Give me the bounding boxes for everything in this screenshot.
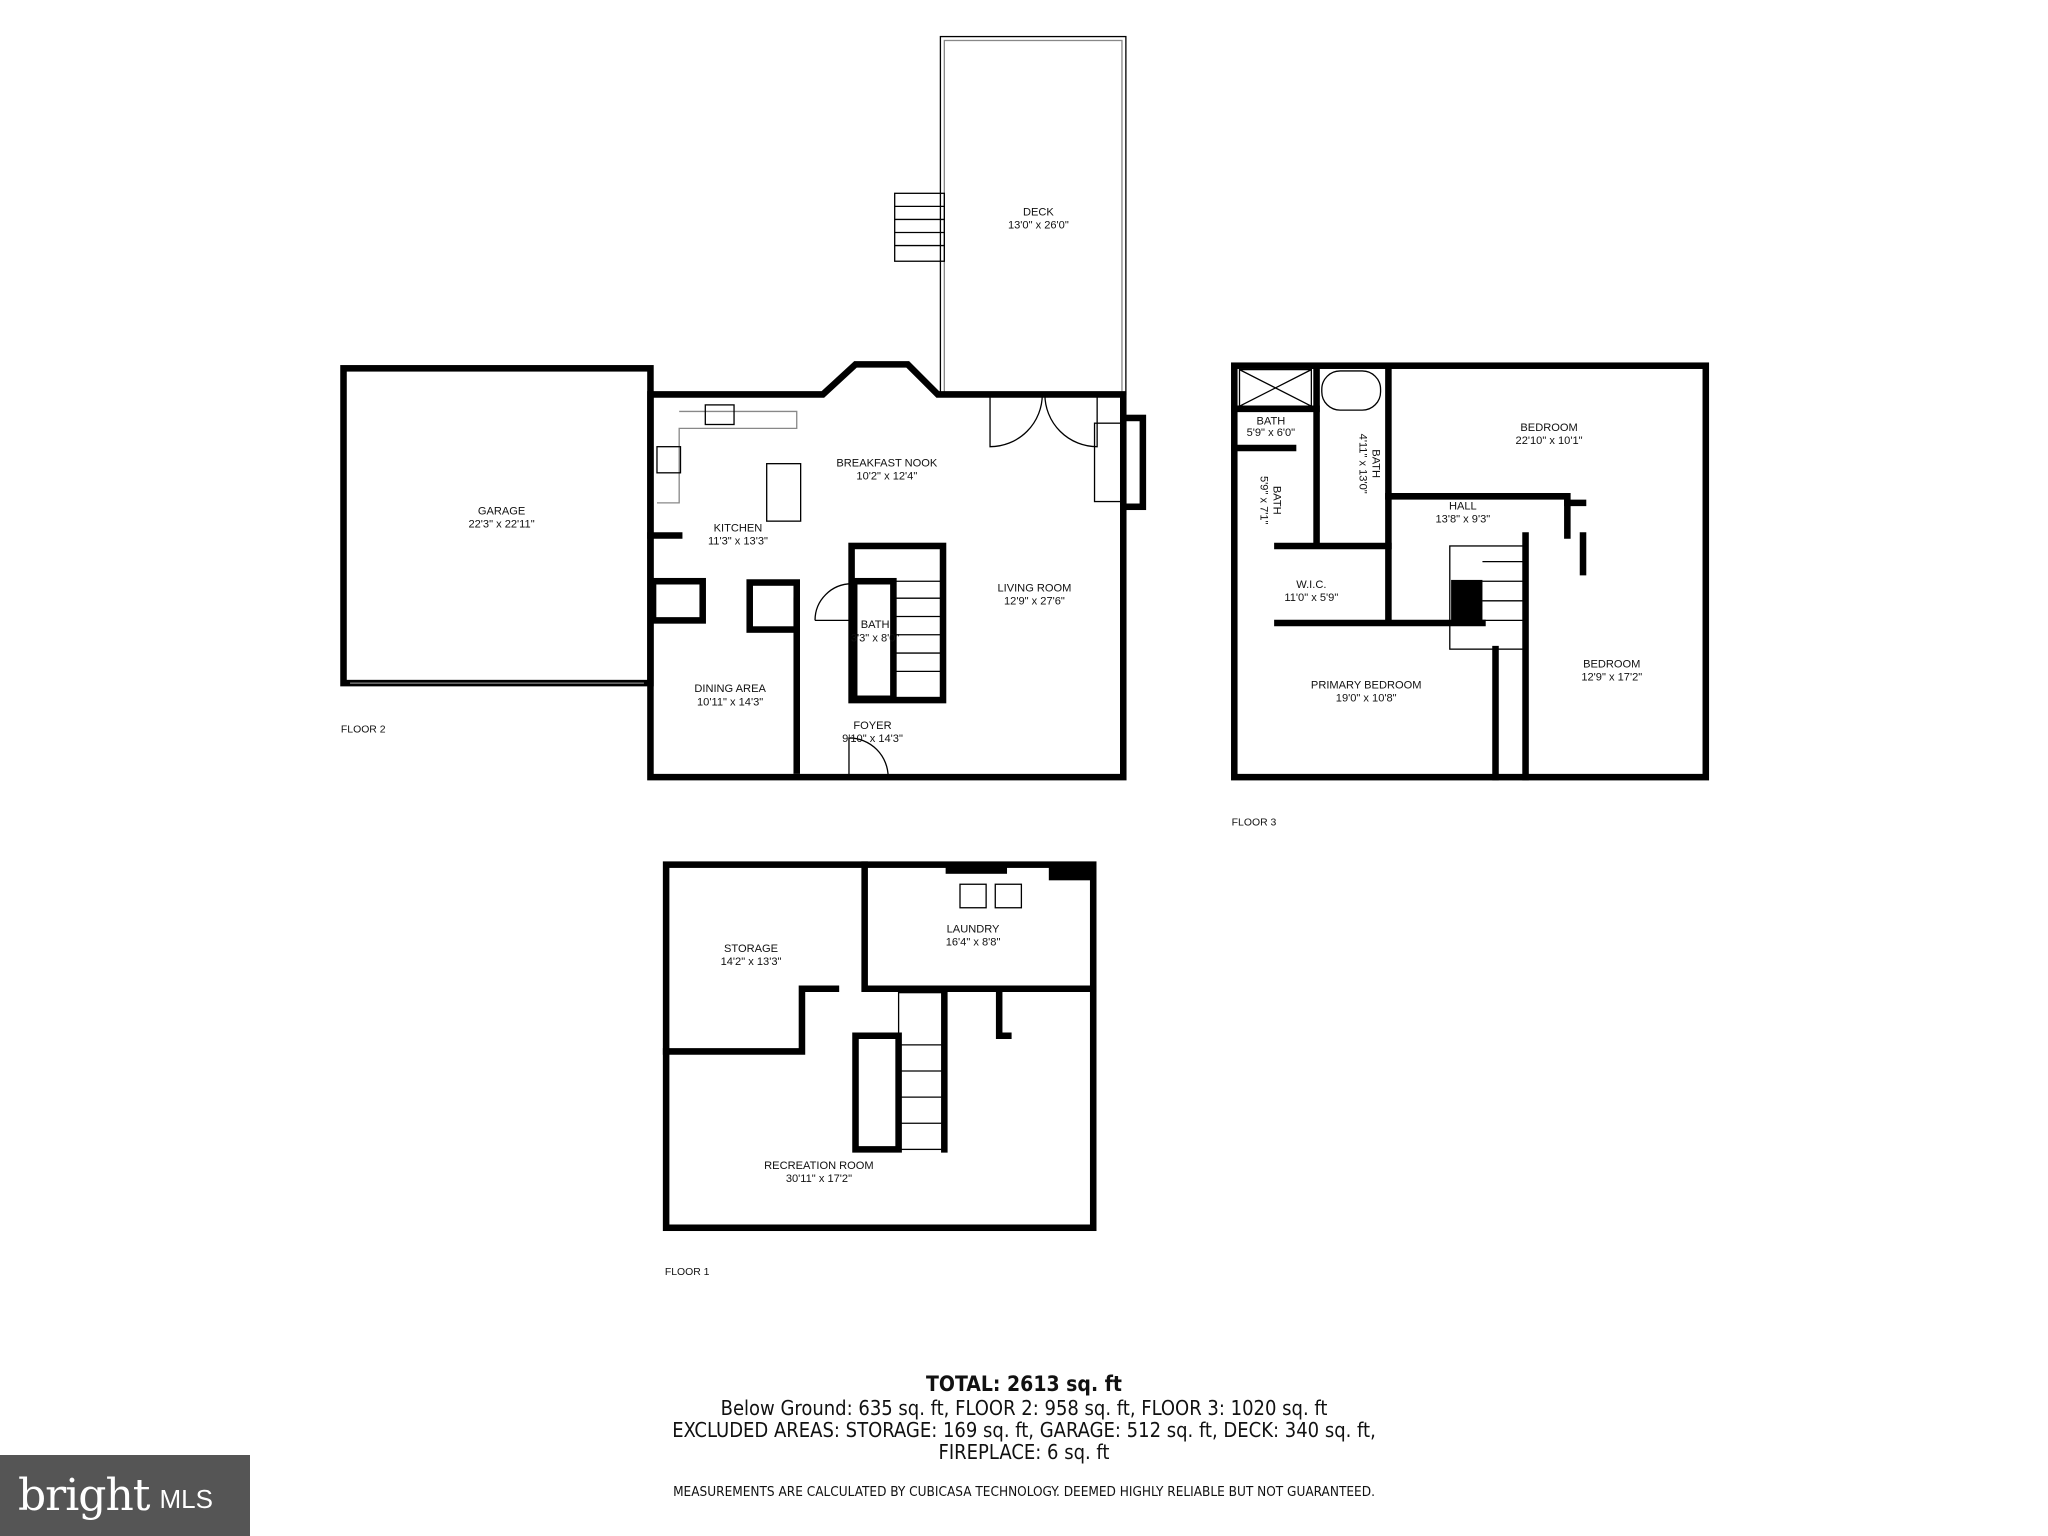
excluded-areas: EXCLUDED AREAS: STORAGE: 169 sq. ft, GAR…	[672, 1418, 1376, 1442]
floor-2-plan: DECK 13'0" x 26'0" GARAGE 22'3" x 22'11"…	[340, 35, 1147, 781]
room-name: STORAGE	[724, 943, 778, 955]
front-door	[848, 737, 889, 778]
room-name: BEDROOM	[1520, 422, 1577, 434]
excluded-areas-cont: FIREPLACE: 6 sq. ft	[938, 1440, 1110, 1464]
room-dims: 11'3" x 13'3"	[708, 536, 768, 548]
room-name: PRIMARY BEDROOM	[1311, 679, 1422, 691]
room-dims: 4'11" x 13'0"	[1357, 434, 1369, 494]
shower	[1238, 368, 1312, 407]
room-name: DECK	[1023, 207, 1054, 219]
total-area: TOTAL: 2613 sq. ft	[926, 1372, 1122, 1396]
room-name: KITCHEN	[714, 523, 763, 535]
dryer	[994, 883, 1023, 909]
patio-doors	[989, 394, 1098, 448]
washer	[959, 883, 987, 909]
room-name: FOYER	[853, 720, 891, 732]
room-dims: 12'9" x 17'2"	[1581, 671, 1642, 683]
room-name: LIVING ROOM	[997, 583, 1071, 595]
floor-1-walls	[662, 861, 1097, 1232]
room-dims: 12'9" x 27'6"	[1004, 596, 1065, 608]
logo-brand: bright	[18, 1470, 150, 1521]
floor-1-stairs	[897, 992, 945, 1151]
bright-mls-logo: bright MLS	[0, 1455, 250, 1536]
floor-label: FLOOR 1	[665, 1267, 710, 1278]
disclaimer: MEASUREMENTS ARE CALCULATED BY CUBICASA …	[673, 1484, 1375, 1500]
room-dims: 5'9" x 7'1"	[1257, 476, 1269, 525]
interior-stairs	[893, 580, 941, 672]
room-dims: 19'0" x 10'8"	[1336, 692, 1397, 704]
room-dims: 11'0" x 5'9"	[1284, 592, 1338, 604]
room-dims: 22'10" x 10'1"	[1516, 435, 1583, 447]
room-dims: 5'9" x 6'0"	[1247, 427, 1296, 439]
room-name: BREAKFAST NOOK	[836, 457, 938, 469]
room-name: BATH	[1256, 415, 1285, 427]
logo-suffix: MLS	[159, 1484, 213, 1514]
floor-label: FLOOR 3	[1232, 817, 1277, 828]
room-name: GARAGE	[478, 506, 525, 518]
room-name: BATH	[861, 619, 890, 631]
floor-3-plan: BEDROOM 22'10" x 10'1" BATH 5'9" x 6'0" …	[1231, 362, 1710, 828]
floor-label: FLOOR 2	[341, 725, 386, 736]
room-dims: 14'2" x 13'3"	[721, 956, 782, 968]
room-name: BATH	[1270, 486, 1282, 515]
deck-stairs	[894, 192, 945, 262]
room-dims: 9'10" x 14'3"	[842, 733, 903, 745]
fireplace	[1120, 414, 1147, 511]
room-dims: 22'3" x 22'11"	[468, 519, 534, 531]
floor-3-stairs	[1449, 545, 1527, 650]
chimney-block	[1451, 579, 1483, 624]
room-name: BEDROOM	[1583, 658, 1640, 670]
bathtub	[1321, 370, 1382, 411]
room-dims: 16'4" x 8'8"	[946, 937, 1001, 949]
room-name: BATH	[1370, 449, 1382, 478]
room-name: RECREATION ROOM	[764, 1160, 874, 1172]
room-name: W.I.C.	[1296, 579, 1326, 591]
room-dims: 13'0" x 26'0"	[1008, 220, 1069, 232]
floor-3-walls	[1231, 362, 1710, 781]
kitchen-island	[766, 463, 802, 522]
floor-1-plan: STORAGE 14'2" x 13'3" LAUNDRY 16'4" x 8'…	[662, 861, 1097, 1278]
room-name: DINING AREA	[694, 683, 766, 695]
room-dims: 10'11" x 14'3"	[697, 696, 763, 708]
room-dims: 13'8" x 9'3"	[1436, 513, 1491, 525]
room-dims: 30'11" x 17'2"	[786, 1173, 852, 1185]
room-name: HALL	[1449, 500, 1477, 512]
room-dims: 3'3" x 8'0"	[851, 632, 900, 644]
room-name: LAUNDRY	[947, 924, 1000, 936]
room-dims: 10'2" x 12'4"	[856, 470, 917, 482]
area-breakdown: Below Ground: 635 sq. ft, FLOOR 2: 958 s…	[720, 1396, 1328, 1420]
main-floor-walls	[647, 361, 1127, 781]
